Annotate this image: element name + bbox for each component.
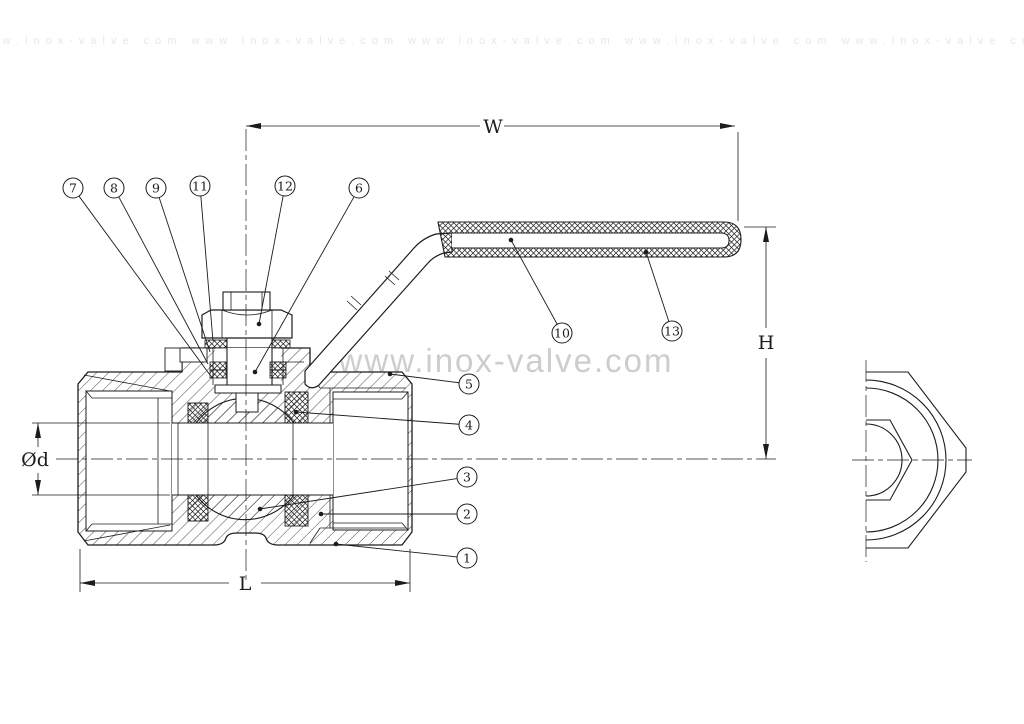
callout-2: 2 [318, 503, 478, 525]
callout-circle-10 [551, 322, 573, 344]
svg-text:12: 12 [277, 178, 293, 193]
dim-w-label: W [483, 116, 503, 138]
callout-circle-6 [348, 177, 370, 199]
callout-circle-13 [661, 320, 683, 342]
svg-text:1: 1 [463, 550, 471, 565]
dimension-l: L [79, 549, 411, 595]
body-chamfer-lines [83, 372, 406, 544]
gland-plate [179, 347, 208, 363]
stem-blade [235, 392, 259, 413]
stem-flange [214, 384, 282, 394]
callout-circle-5 [458, 373, 480, 395]
dimension-bore: Ød [21, 422, 170, 496]
centerlines [56, 129, 776, 580]
handle-grip-core [452, 232, 730, 249]
dim-l-label: L [239, 573, 252, 595]
callout-circle-9 [145, 177, 167, 199]
callout-circle-8 [103, 177, 125, 199]
callout-circle-4 [458, 414, 480, 436]
callout-1: 1 [333, 541, 478, 569]
faint-watermark-row: www.inox-valve.com www.inox-valve.com ww… [0, 35, 1024, 47]
right-port [332, 391, 409, 531]
callout-12: 12 [256, 175, 296, 327]
callout-circle-2 [456, 503, 478, 525]
stem-assembly [164, 291, 304, 413]
svg-text:8: 8 [110, 180, 118, 195]
callout-13: 13 [643, 249, 683, 342]
svg-text:7: 7 [69, 180, 77, 195]
callout-9: 9 [145, 177, 211, 353]
packing-nut [201, 309, 293, 339]
svg-text:9: 9 [152, 180, 160, 195]
svg-text:3: 3 [463, 469, 471, 484]
callout-11: 11 [189, 175, 214, 342]
svg-text:4: 4 [465, 417, 473, 432]
svg-text:6: 6 [355, 180, 363, 195]
left-thread [85, 390, 172, 532]
callout-5: 5 [387, 371, 480, 395]
left-port [85, 390, 173, 532]
handle [304, 221, 742, 389]
dim-h-label: H [758, 332, 775, 354]
callout-7: 7 [62, 177, 211, 376]
dimension-h: H [744, 226, 776, 459]
stem-top [222, 291, 271, 311]
callout-6: 6 [252, 177, 370, 375]
callout-circle-3 [456, 466, 478, 488]
dim-bore-label: Ød [21, 449, 49, 471]
dimension-w: W [246, 116, 739, 221]
svg-text:11: 11 [192, 178, 208, 193]
valve-side-view [77, 221, 742, 546]
svg-text:10: 10 [554, 325, 570, 340]
right-thread [333, 391, 409, 531]
handle-lever [304, 232, 453, 389]
callout-circle-12 [274, 175, 296, 197]
callout-10: 10 [508, 237, 573, 344]
end-view [852, 360, 972, 562]
callout-circle-1 [456, 547, 478, 569]
svg-text:2: 2 [463, 506, 471, 521]
callout-3: 3 [257, 466, 478, 512]
callout-circle-11 [189, 175, 211, 197]
callout-circle-7 [62, 177, 84, 199]
svg-text:13: 13 [664, 323, 680, 338]
callout-8: 8 [103, 177, 209, 365]
flange-step [164, 347, 183, 372]
callout-4: 4 [293, 409, 480, 436]
svg-text:5: 5 [465, 376, 473, 391]
